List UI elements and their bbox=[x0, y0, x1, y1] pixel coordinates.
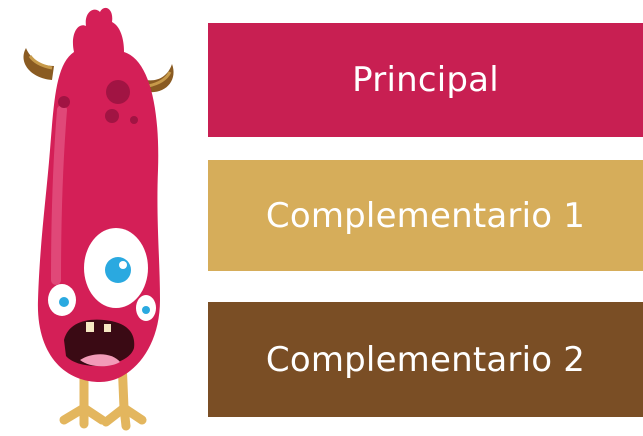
large-eye bbox=[84, 228, 148, 308]
small-eyes bbox=[48, 284, 156, 321]
swatch-principal: Principal bbox=[208, 23, 643, 137]
left-horn bbox=[23, 48, 54, 80]
swatch-complementario-2: Complementario 2 bbox=[208, 302, 643, 417]
mouth bbox=[64, 319, 135, 367]
legs bbox=[59, 355, 147, 431]
right-horn bbox=[146, 64, 174, 93]
monster-mascot-illustration bbox=[0, 0, 200, 436]
swatch-complementario-1: Complementario 1 bbox=[208, 160, 643, 271]
